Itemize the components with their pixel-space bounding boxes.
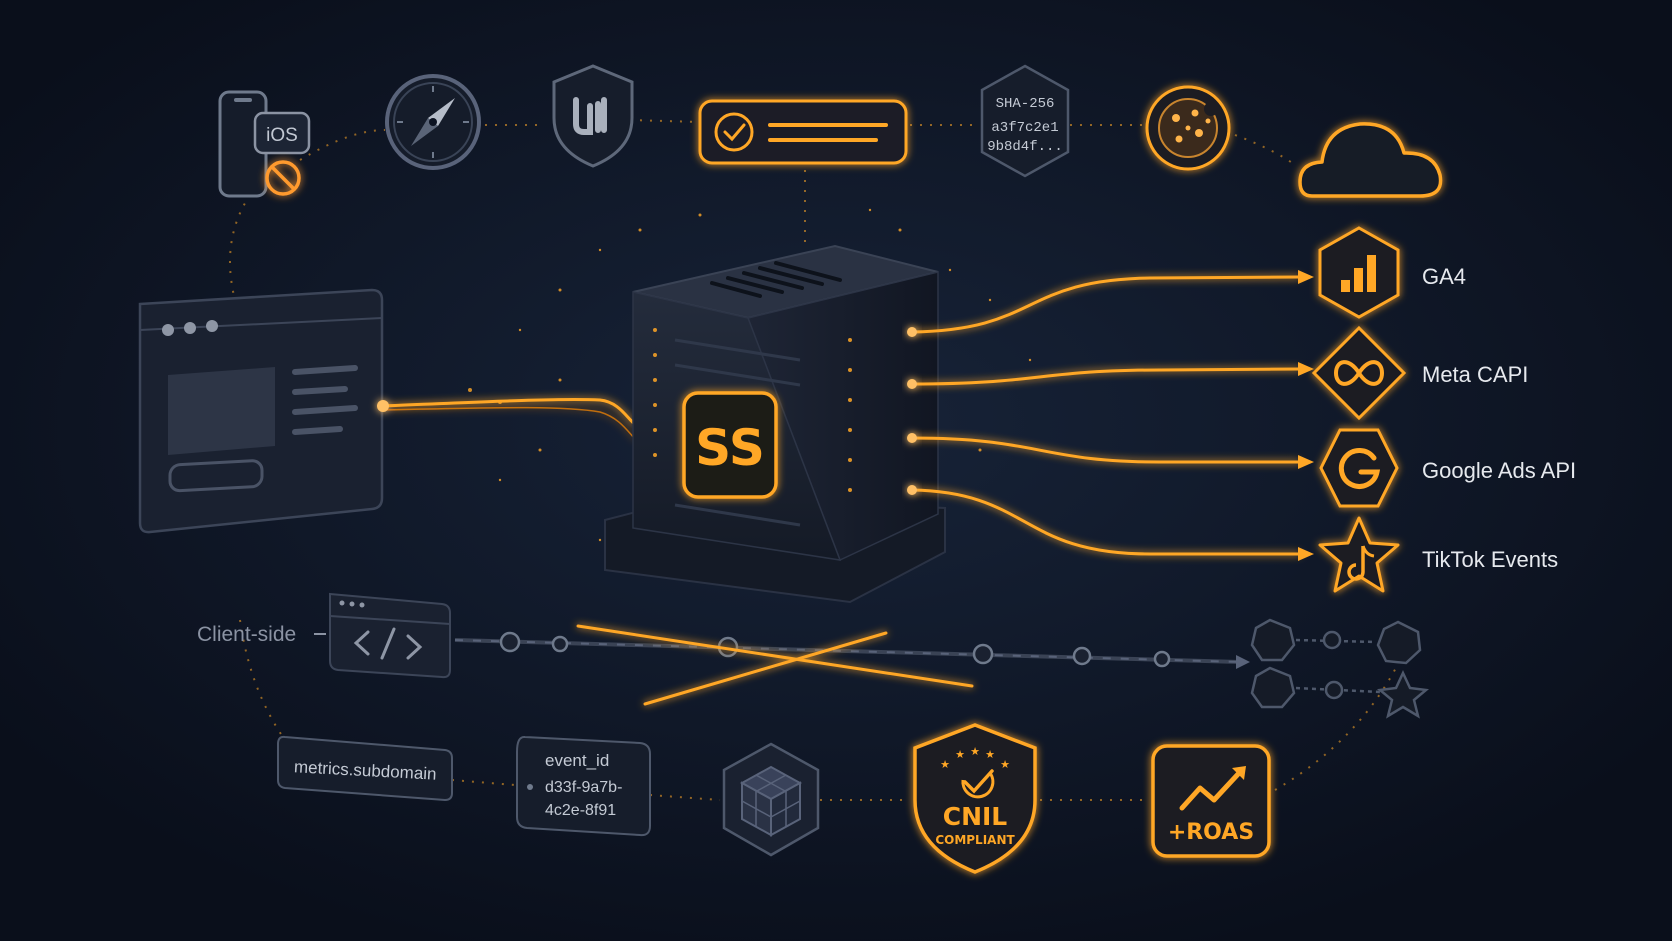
- google-ads-api-label: Google Ads API: [1422, 458, 1576, 483]
- ios-label: iOS: [266, 125, 298, 146]
- infinity-icon: [1311, 325, 1407, 421]
- browser-window: [138, 288, 384, 534]
- event-id-card: event_id d33f-9a7b- 4c2e-8f91: [516, 735, 651, 837]
- svg-text:★: ★: [1000, 758, 1010, 771]
- event-id-line-2: 4c2e-8f91: [545, 802, 616, 819]
- code-window-icon: [329, 592, 451, 679]
- google-g-icon: [1319, 428, 1399, 508]
- subdomain-tag: metrics.subdomain: [277, 735, 453, 802]
- ss-badge-label: SS: [695, 419, 765, 477]
- hash-line-1: a3f7c2e1: [991, 120, 1058, 136]
- blocked-destinations: [1250, 618, 1430, 719]
- svg-text:★: ★: [985, 748, 995, 761]
- svg-text:★: ★: [955, 748, 965, 761]
- dotted-connectors: [229, 119, 1401, 801]
- output-arrowheads: [1298, 270, 1314, 561]
- client-side-pipeline: [454, 631, 1250, 669]
- cnil-title: CNIL: [943, 802, 1008, 831]
- dedup-cube-icon: [722, 742, 820, 857]
- ss-badge: SS: [682, 391, 778, 499]
- trend-up-icon: [1179, 769, 1243, 811]
- cnil-compliant-badge: ★ ★ ★ ★ ★ CNIL COMPLIANT: [913, 723, 1037, 874]
- destination-ga4: GA4: [1318, 226, 1466, 319]
- cloud-icon: [1298, 122, 1443, 198]
- output-beams: [911, 275, 1301, 556]
- event-id-line-1: d33f-9a7b-: [545, 779, 622, 796]
- cookie-icon: [1145, 85, 1231, 171]
- tiktok-note-icon: [1318, 516, 1400, 593]
- hash-line-2: 9b8d4f...: [987, 139, 1063, 155]
- sha256-hash-hexagon: SHA-256 a3f7c2e1 9b8d4f...: [980, 64, 1070, 178]
- destination-tiktok-events: TikTok Events: [1318, 516, 1558, 593]
- client-side-label: Client-side: [197, 623, 296, 646]
- bar-chart-icon: [1318, 226, 1400, 319]
- ga4-label: GA4: [1422, 264, 1466, 289]
- window-dot-1: [162, 324, 174, 336]
- destination-google-ads-api: Google Ads API: [1319, 428, 1576, 508]
- svg-text:★: ★: [970, 745, 980, 758]
- consent-banner-icon: [698, 99, 908, 165]
- blocked-cross: [576, 624, 974, 706]
- blocked-icon: [265, 160, 301, 196]
- cnil-subtitle: COMPLIANT: [935, 833, 1015, 847]
- meta-capi-label: Meta CAPI: [1422, 362, 1528, 387]
- hash-algorithm: SHA-256: [996, 96, 1055, 112]
- window-dot-3: [206, 320, 218, 332]
- safari-compass-icon: [385, 74, 481, 170]
- roas-badge: +ROAS: [1151, 744, 1271, 858]
- event-id-title: event_id: [545, 751, 609, 770]
- tiktok-events-label: TikTok Events: [1422, 547, 1558, 572]
- beam-start-points: [907, 327, 917, 495]
- ublock-shield-icon: [552, 64, 634, 168]
- phone-ios-icon: iOS: [218, 90, 311, 198]
- input-data-beam: [377, 397, 637, 441]
- destination-meta-capi: Meta CAPI: [1311, 325, 1528, 421]
- server-cube: SS: [604, 244, 946, 604]
- svg-text:★: ★: [940, 758, 950, 771]
- roas-label: +ROAS: [1168, 820, 1254, 845]
- window-dot-2: [184, 322, 196, 334]
